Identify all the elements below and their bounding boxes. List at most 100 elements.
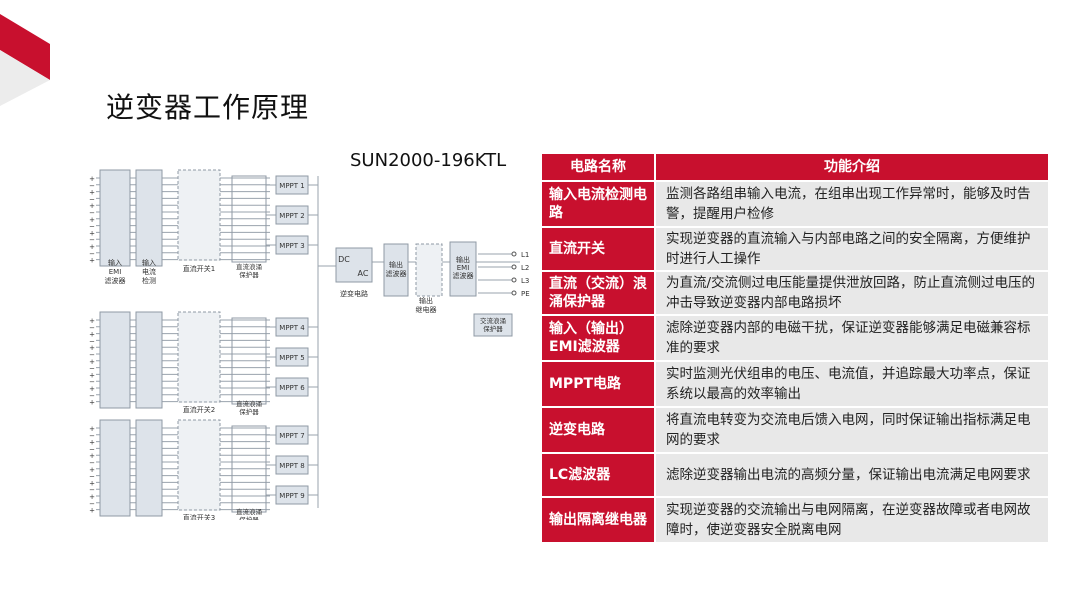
ac-surge-label: 交流浪涌 <box>480 316 506 325</box>
mppt-block <box>275 455 309 475</box>
dc-surge-protector <box>231 317 267 405</box>
polarity-mark: + <box>89 425 95 433</box>
input-emi-label: 输入 <box>108 258 122 267</box>
terminal-point <box>511 290 517 296</box>
dc-surge-protector <box>231 425 267 513</box>
polarity-mark: + <box>89 358 95 366</box>
polarity-mark: − <box>89 473 95 481</box>
polarity-mark: + <box>89 344 95 352</box>
polarity-mark: + <box>89 243 95 251</box>
dc-switch <box>177 311 221 403</box>
mppt-block <box>275 425 309 445</box>
table-row: 直流（交流）浪涌保护器 为直流/交流侧过电压能量提供泄放回路，防止直流侧过电压的… <box>542 272 1048 314</box>
row-name: 输入（输出）EMI滤波器 <box>542 316 654 360</box>
mppt-label: MPPT 9 <box>279 492 304 500</box>
table-row: LC滤波器 滤除逆变器输出电流的高频分量，保证输出电流满足电网要求 <box>542 454 1048 496</box>
dc-switch-label: 直流开关3 <box>183 513 215 520</box>
output-filter <box>383 243 409 297</box>
inverter-block <box>335 247 373 283</box>
dc-switch <box>177 169 221 261</box>
polarity-mark: + <box>89 452 95 460</box>
dc-switch <box>177 419 221 511</box>
polarity-mark: + <box>89 399 95 407</box>
output-filter-label: 滤波器 <box>386 269 407 278</box>
input-current-detector <box>135 169 163 267</box>
dc-surge-label: 直流浪涌 <box>236 262 262 271</box>
output-relay <box>415 243 443 297</box>
row-desc: 实时监测光伏组串的电压、电流值，并追踪最大功率点，保证系统以最高的效率输出 <box>656 362 1048 406</box>
polarity-mark: + <box>89 371 95 379</box>
row-desc: 实现逆变器的直流输入与内部电路之间的安全隔离，方便维护时进行人工操作 <box>656 228 1048 270</box>
mppt-block <box>275 485 309 505</box>
input-current-detector <box>135 419 163 517</box>
terminal-label: L1 <box>521 251 529 259</box>
output-emi-label: 滤波器 <box>453 271 474 280</box>
row-name: 直流开关 <box>542 228 654 270</box>
terminal-point <box>511 277 517 283</box>
dc-switch-label: 直流开关2 <box>183 405 215 414</box>
row-desc: 实现逆变器的交流输出与电网隔离，在逆变器故障或者电网故障时，使逆变器安全脱离电网 <box>656 498 1048 542</box>
output-filter-label: 输出 <box>389 260 403 269</box>
polarity-mark: + <box>89 493 95 501</box>
inverter-label: 逆变电路 <box>340 289 368 298</box>
row-name: MPPT电路 <box>542 362 654 406</box>
polarity-mark: − <box>89 459 95 467</box>
mppt-label: MPPT 1 <box>279 182 304 190</box>
dc-switch-label: 直流开关1 <box>183 264 215 273</box>
polarity-mark: + <box>89 189 95 197</box>
mppt-block <box>275 317 309 337</box>
row-desc: 为直流/交流侧过电压能量提供泄放回路，防止直流侧过电压的冲击导致逆变器内部电路损… <box>656 272 1048 314</box>
polarity-mark: + <box>89 507 95 515</box>
header-circuit-name: 电路名称 <box>542 154 654 180</box>
input-detect-label: 电流 <box>142 267 156 276</box>
table-row: 直流开关 实现逆变器的直流输入与内部电路之间的安全隔离，方便维护时进行人工操作 <box>542 228 1048 270</box>
polarity-mark: − <box>89 378 95 386</box>
header-function: 功能介绍 <box>656 154 1048 180</box>
table-header: 电路名称 功能介绍 <box>542 154 1048 180</box>
mppt-block <box>275 205 309 225</box>
mppt-label: MPPT 2 <box>279 212 304 220</box>
mppt-label: MPPT 5 <box>279 354 304 362</box>
mppt-label: MPPT 8 <box>279 462 304 470</box>
polarity-mark: + <box>89 331 95 339</box>
polarity-mark: − <box>89 182 95 190</box>
output-emi-label: EMI <box>457 264 470 272</box>
polarity-mark: − <box>89 365 95 373</box>
polarity-mark: + <box>89 175 95 183</box>
input-detect-label: 检测 <box>142 276 156 285</box>
polarity-mark: − <box>89 337 95 345</box>
dc-surge-label: 保护器 <box>239 515 259 520</box>
input-emi-label: EMI <box>109 268 122 276</box>
polarity-mark: − <box>89 195 95 203</box>
row-desc: 滤除逆变器内部的电磁干扰，保证逆变器能够满足电磁兼容标准的要求 <box>656 316 1048 360</box>
dc-surge-label: 保护器 <box>239 407 259 416</box>
row-name: 输入电流检测电路 <box>542 182 654 226</box>
polarity-mark: − <box>89 351 95 359</box>
terminal-point <box>511 251 517 257</box>
polarity-mark: + <box>89 216 95 224</box>
dc-label: DC <box>338 255 350 264</box>
polarity-mark: − <box>89 324 95 332</box>
output-relay-label: 继电器 <box>416 305 437 314</box>
row-desc: 监测各路组串输入电流，在组串出现工作异常时，能够及时告警，提醒用户检修 <box>656 182 1048 226</box>
model-name: SUN2000-196KTL <box>350 150 507 171</box>
polarity-mark: − <box>89 486 95 494</box>
table-row: 输入电流检测电路 监测各路组串输入电流，在组串出现工作异常时，能够及时告警，提醒… <box>542 182 1048 226</box>
polarity-mark: + <box>89 317 95 325</box>
polarity-mark: − <box>89 236 95 244</box>
row-name: 直流（交流）浪涌保护器 <box>542 272 654 314</box>
mppt-block <box>275 175 309 195</box>
input-emi-filter <box>99 311 131 409</box>
table-row: 输入（输出）EMI滤波器 滤除逆变器内部的电磁干扰，保证逆变器能够满足电磁兼容标… <box>542 316 1048 360</box>
input-detect-label: 输入 <box>142 258 156 267</box>
dc-surge-label: 直流浪涌 <box>236 507 262 516</box>
polarity-mark: + <box>89 257 95 265</box>
mppt-block <box>275 235 309 255</box>
table-row: MPPT电路 实时监测光伏组串的电压、电流值，并追踪最大功率点，保证系统以最高的… <box>542 362 1048 406</box>
row-name: 输出隔离继电器 <box>542 498 654 542</box>
row-name: LC滤波器 <box>542 454 654 496</box>
polarity-mark: + <box>89 479 95 487</box>
function-table: 电路名称 功能介绍 输入电流检测电路 监测各路组串输入电流，在组串出现工作异常时… <box>542 154 1048 544</box>
dc-surge-label: 保护器 <box>239 270 259 279</box>
